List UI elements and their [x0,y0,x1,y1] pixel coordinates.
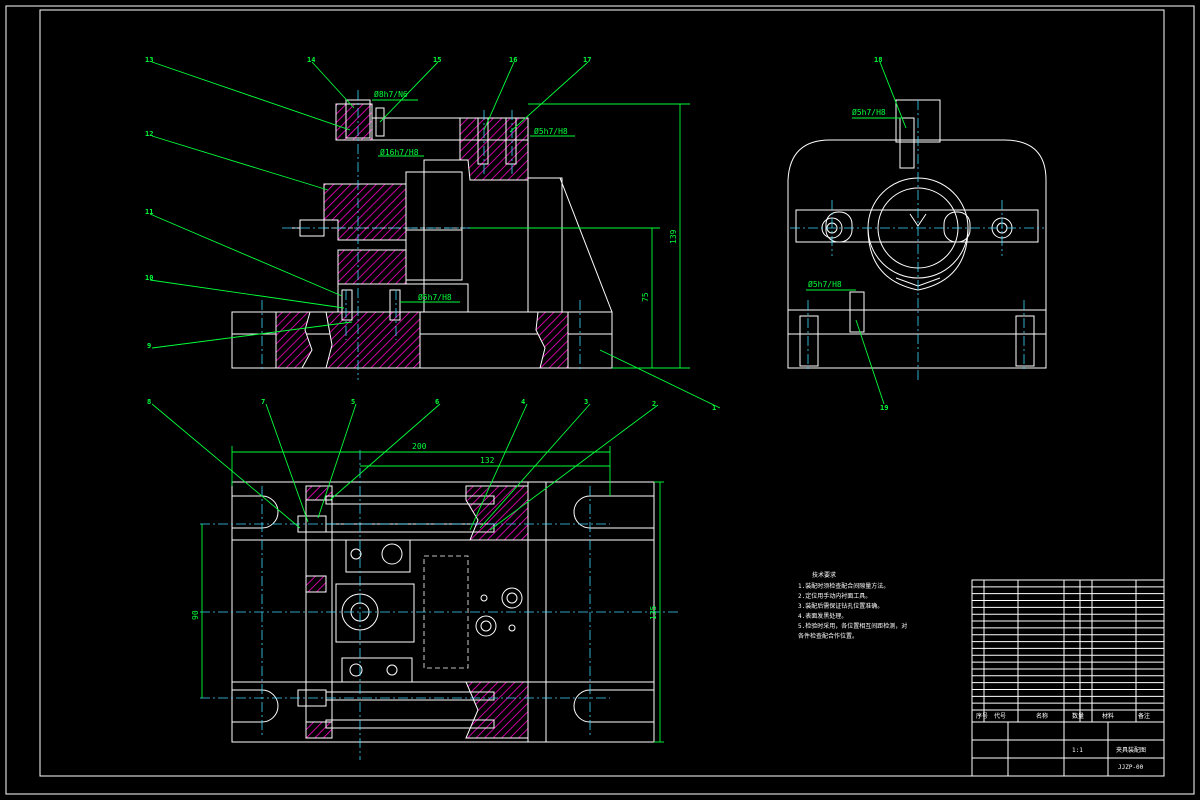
tech-req-line-6: 各件检查配合作位置。 [798,632,858,640]
title-block: 夹具装配图 JJZP-00 1:1 序号 代号 名称 数量 材料 备注 [971,712,1165,777]
leader-1: 1 [712,404,716,412]
leader-15: 15 [433,56,441,64]
leader-19: 19 [880,404,888,412]
tech-req-line-4: 4.表面发黑处理。 [798,612,847,620]
dim-90: 90 [191,610,200,620]
fit-5h7h8-side-top: Ø5h7/H8 [852,107,886,117]
col-header-qty: 数量 [1072,712,1084,720]
plan-view [200,450,680,760]
dim-200: 200 [412,442,427,451]
dim-75: 75 [641,292,650,302]
leader-9: 9 [147,342,151,350]
sheet-border-inner [39,9,1165,777]
col-header-code: 代号 [994,712,1006,720]
leader-12: 12 [145,130,153,138]
fit-5h7h8-front-mid: Ø5h7/H8 [418,292,452,302]
col-header-no: 序号 [976,712,988,720]
dim-132: 132 [480,456,495,465]
leader-17: 17 [583,56,591,64]
leader-10: 10 [145,274,153,282]
leader-2: 2 [652,400,656,408]
leader-13: 13 [145,56,153,64]
leader-6: 6 [435,398,439,406]
leader-3: 3 [584,398,588,406]
fit-5h7h8-front-top: Ø5h7/H8 [534,126,568,136]
parts-list-table [971,579,1165,723]
part-leaders: 1 2 3 4 6 5 7 8 9 10 11 12 13 14 15 16 1… [145,56,907,531]
tech-req-line-5: 5.检验时采用，各位置相互间距检测，对 [798,622,907,630]
front-view [231,90,640,380]
fit-5h7h8-side-bottom: Ø5h7/H8 [808,279,842,289]
side-view: Ø5h7/H8 Ø5h7/H8 [787,99,1047,380]
fit-8h7n6: Ø8h7/N6 [374,89,408,99]
drawing-name: 夹具装配图 [1116,746,1146,754]
col-header-remark: 备注 [1138,712,1150,720]
drawing-scale: 1:1 [1072,747,1083,754]
dim-139: 139 [669,229,678,244]
fit-16h7h8: Ø16h7/H8 [380,147,419,157]
tech-req-title: 技术要求 [812,571,836,579]
leader-11: 11 [145,208,153,216]
plan-dimensions: 200 132 90 135 [191,442,664,743]
leader-14: 14 [307,56,315,64]
tech-req-line-3: 3.装配后需保证钻孔位置准确。 [798,602,883,610]
sheet-border-outer [5,5,1195,795]
tech-req-line-1: 1.装配时须检查配合间隙量方法。 [798,582,889,590]
leader-16: 16 [509,56,517,64]
front-dimensions: 139 75 Ø8h7/N6 Ø16h7/H8 Ø5h7/H8 Ø5h7/H8 [372,89,690,369]
leader-7: 7 [261,398,265,406]
leader-18: 18 [874,56,882,64]
leader-8: 8 [147,398,151,406]
drawing-number: JJZP-00 [1118,764,1144,771]
col-header-material: 材料 [1102,712,1114,720]
technical-requirements: 技术要求 1.装配时须检查配合间隙量方法。 2.定位用手动内衬面工具。 3.装配… [798,571,907,640]
leader-5: 5 [351,398,355,406]
bom-frame [971,579,1165,723]
leader-4: 4 [521,398,525,406]
col-header-name: 名称 [1036,712,1048,720]
tech-req-line-2: 2.定位用手动内衬面工具。 [798,592,871,600]
dim-135: 135 [649,605,658,620]
